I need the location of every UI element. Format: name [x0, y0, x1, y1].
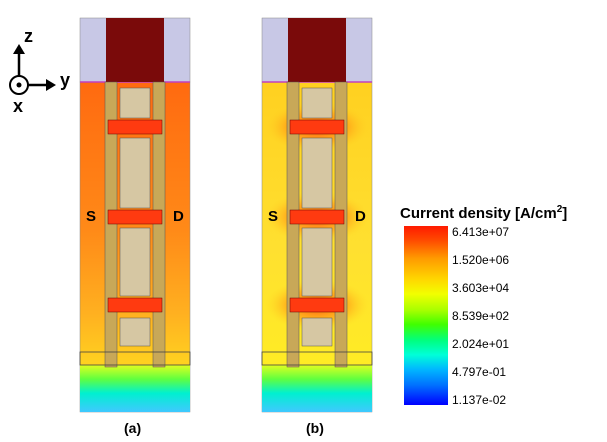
- panel-b-gate-2: [289, 209, 345, 225]
- z-axis-arrowhead-icon: [13, 44, 25, 54]
- panel-b-substrate: [262, 365, 372, 412]
- panel-b-pillar-3: [301, 227, 333, 297]
- panel-a-caption: (a): [124, 420, 142, 436]
- x-axis-label: x: [13, 96, 24, 116]
- colorbar-title-end: ]: [562, 205, 568, 222]
- panel-a-gate-2: [107, 209, 163, 225]
- panel-a-bottom-layer: [79, 351, 191, 366]
- y-axis-label: y: [60, 70, 71, 90]
- panel-a-source-column: [104, 81, 118, 368]
- panel-a-gate-3: [107, 297, 163, 313]
- panel-b-source-label: S: [268, 208, 279, 225]
- axes-triad: [9, 44, 56, 95]
- panel-b-gate-3: [289, 297, 345, 313]
- panel-b-pillar-1: [301, 87, 333, 119]
- panel-a-pillar-1: [119, 87, 151, 119]
- panel-b-gate-1: [289, 119, 345, 135]
- panel-b-pillar-2: [301, 137, 333, 209]
- panel-b-top-gate: [288, 18, 346, 82]
- panel-b-drain-label: D: [355, 208, 366, 225]
- panel-a-pillar-4: [119, 317, 151, 347]
- colorbar-title-sup: 2: [556, 204, 563, 215]
- panel-a-substrate: [80, 365, 190, 412]
- colorbar-tick: 1.520e+06: [452, 253, 510, 267]
- colorbar-tick: 1.137e-02: [452, 393, 507, 407]
- y-axis-arrowhead-icon: [46, 79, 56, 91]
- x-axis-dot-icon: [16, 82, 22, 88]
- colorbar-tick: 8.539e+02: [452, 309, 510, 323]
- panel-b-bottom-layer: [261, 351, 373, 366]
- colorbar-tick: 2.024e+01: [452, 337, 510, 351]
- colorbar-title-text: Current density [A/cm: [400, 205, 557, 222]
- panel-b-source-column: [286, 81, 300, 368]
- panel-a-pillar-2: [119, 137, 151, 209]
- z-axis-label: z: [24, 26, 33, 46]
- panel-b-caption: (b): [306, 420, 324, 436]
- panel-a-gate-1: [107, 119, 163, 135]
- colorbar-title: Current density [A/cm2]: [400, 204, 567, 222]
- panel-b-drain-column: [334, 81, 348, 368]
- panel-a-device: [79, 17, 191, 413]
- colorbar-tick: 6.413e+07: [452, 225, 510, 239]
- panel-a-drain-label: D: [173, 208, 184, 225]
- panel-a-pillar-3: [119, 227, 151, 297]
- panel-b-device: [261, 17, 373, 413]
- colorbar-tick: 3.603e+04: [452, 281, 510, 295]
- panel-a-source-label: S: [86, 208, 97, 225]
- colorbar-scale: [404, 226, 448, 405]
- panel-a-drain-column: [152, 81, 166, 368]
- panel-b-pillar-4: [301, 317, 333, 347]
- panel-a-top-gate: [106, 18, 164, 82]
- colorbar-tick: 4.797e-01: [452, 365, 507, 379]
